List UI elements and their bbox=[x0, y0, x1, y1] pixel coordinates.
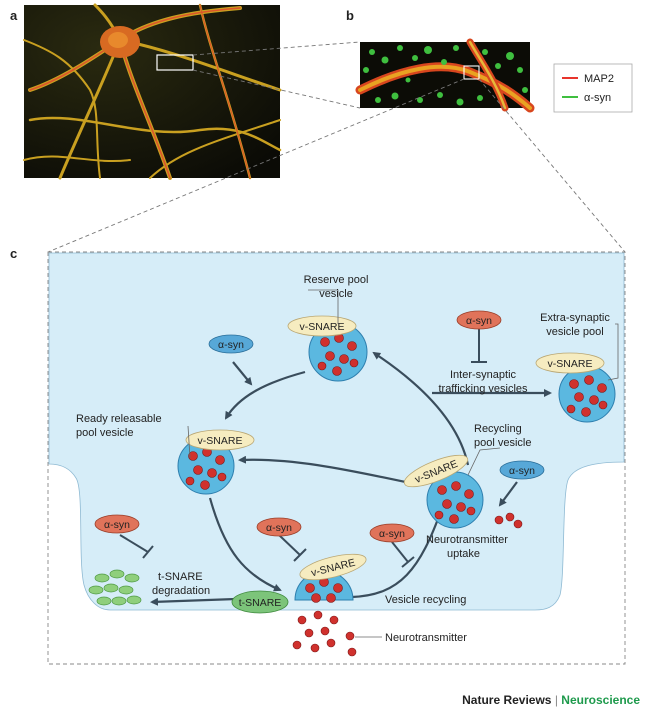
presynaptic-terminal bbox=[48, 252, 625, 611]
journal-separator: | bbox=[554, 693, 558, 707]
svg-text:α-syn: α-syn bbox=[509, 465, 535, 477]
released-neurotransmitter bbox=[292, 610, 357, 657]
ready-releasable-vesicle bbox=[177, 437, 235, 495]
t-snare: t-SNARE bbox=[231, 590, 289, 614]
nt-uptake-label-2: uptake bbox=[447, 548, 480, 560]
recycling-pool-label-1: Recycling bbox=[474, 423, 522, 435]
extra-pool-label-2: vesicle pool bbox=[546, 326, 603, 338]
inter-synaptic-label-2: trafficking vesicles bbox=[438, 383, 528, 395]
reserve-pool-label-2: vesicle bbox=[319, 288, 353, 300]
asyn-red-inter-synaptic: α-syn bbox=[456, 310, 502, 330]
recycling-pool-label-2: pool vesicle bbox=[474, 437, 531, 449]
asyn-red-degradation: α-syn bbox=[94, 514, 140, 534]
journal-name: Nature Reviews bbox=[462, 693, 552, 707]
asyn-red-fusion: α-syn bbox=[256, 517, 302, 537]
zoom-box-a bbox=[156, 54, 194, 71]
legend: MAP2 α-syn bbox=[553, 63, 633, 113]
asyn-blue-top: α-syn bbox=[208, 334, 254, 354]
ready-pool-label-1: Ready releasable bbox=[76, 413, 162, 425]
arrow-to-tsnare-degradation bbox=[150, 597, 237, 606]
reserve-pool-label-1: Reserve pool bbox=[304, 274, 369, 286]
diagram-labels: Reserve pool vesicle Extra-synaptic vesi… bbox=[76, 274, 610, 644]
arrow-ready-to-release bbox=[208, 497, 282, 592]
reserve-pool-vesicle bbox=[308, 322, 368, 382]
ready-pool-label-2: pool vesicle bbox=[76, 427, 133, 439]
leader-lines bbox=[187, 289, 619, 638]
extra-synaptic-vesicle-pool bbox=[558, 365, 616, 423]
arrow-asyn-to-ready bbox=[232, 361, 253, 386]
vesicle-recycling-label: Vesicle recycling bbox=[385, 594, 466, 606]
panel-b-letter: b bbox=[346, 8, 354, 23]
panel-a-micrograph bbox=[23, 3, 282, 180]
svg-text:α-syn: α-syn bbox=[218, 339, 244, 351]
panel-a-letter: a bbox=[10, 8, 18, 23]
panel-b-micrograph bbox=[355, 38, 535, 113]
arrow-release-to-recycling bbox=[351, 506, 444, 599]
svg-text:v-SNARE: v-SNARE bbox=[300, 321, 345, 333]
journal-credit: Nature Reviews | Neuroscience bbox=[462, 693, 640, 707]
inter-synaptic-label-1: Inter-synaptic bbox=[450, 369, 517, 381]
svg-text:α-syn: α-syn bbox=[379, 528, 405, 540]
svg-text:v-SNARE: v-SNARE bbox=[548, 358, 593, 370]
legend-asyn-label: α-syn bbox=[584, 92, 611, 104]
panel-c-letter: c bbox=[10, 246, 17, 261]
asyn-red-recycling: α-syn bbox=[369, 523, 415, 543]
extra-pool-label-1: Extra-synaptic bbox=[540, 312, 610, 324]
v-snare-reserve: v-SNARE bbox=[287, 315, 357, 337]
v-snare-ready: v-SNARE bbox=[185, 429, 255, 451]
journal-subject: Neuroscience bbox=[561, 693, 640, 707]
v-snare-extra-synaptic: v-SNARE bbox=[535, 352, 605, 374]
arrow-asyn-to-uptake bbox=[498, 481, 518, 507]
tsnare-degradation-label-2: degradation bbox=[152, 585, 210, 597]
nt-uptake-label-1: Neurotransmitter bbox=[426, 534, 508, 546]
svg-text:v-SNARE: v-SNARE bbox=[198, 435, 243, 447]
zoom-box-b bbox=[463, 65, 480, 80]
reuptake-neurotransmitter bbox=[494, 512, 523, 529]
arrow-recycling-to-reserve bbox=[372, 351, 470, 466]
arrow-reserve-to-ready bbox=[224, 370, 306, 420]
legend-map2-label: MAP2 bbox=[584, 73, 614, 85]
recycling-pool-vesicle bbox=[426, 471, 484, 529]
svg-text:α-syn: α-syn bbox=[466, 315, 492, 327]
svg-text:t-SNARE: t-SNARE bbox=[239, 597, 282, 609]
cycle-arrows bbox=[150, 351, 552, 606]
neurotransmitter-label: Neurotransmitter bbox=[385, 632, 467, 644]
tsnare-degradation-label-1: t-SNARE bbox=[158, 571, 203, 583]
degraded-tsnare-fragments bbox=[88, 569, 142, 606]
arrow-recycling-to-ready bbox=[238, 455, 411, 485]
svg-text:α-syn: α-syn bbox=[266, 522, 292, 534]
asyn-blue-right: α-syn bbox=[499, 460, 545, 480]
v-snare-fusing: v-SNARE bbox=[299, 553, 367, 581]
svg-text:α-syn: α-syn bbox=[104, 519, 130, 531]
panel-c-frame bbox=[47, 251, 626, 665]
inhibition-bars bbox=[119, 328, 487, 568]
